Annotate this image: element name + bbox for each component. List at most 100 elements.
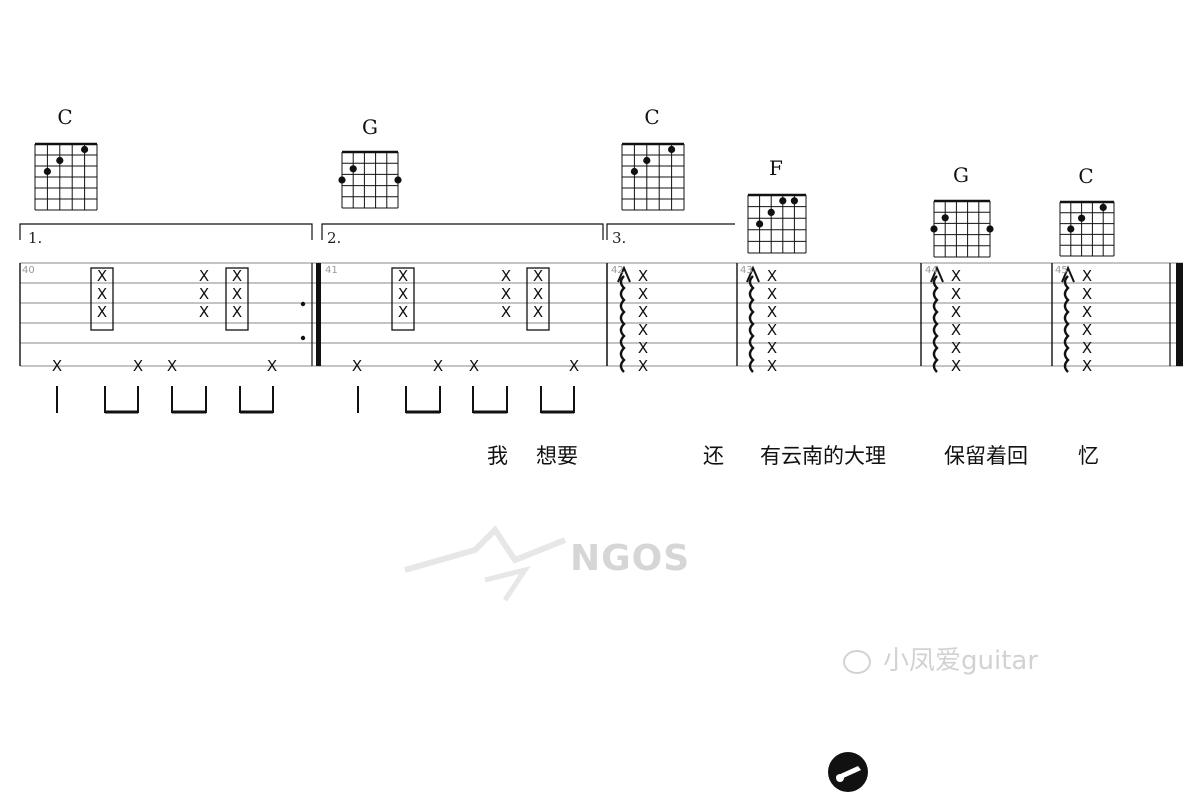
x-note: X	[199, 303, 209, 321]
x-note: X	[767, 267, 777, 285]
x-note: X	[638, 285, 648, 303]
chord-diagram	[747, 193, 807, 254]
tab-staff	[19, 262, 1183, 367]
volta-label: 3.	[612, 229, 626, 247]
x-note: X	[951, 357, 961, 375]
volta-bracket	[606, 223, 735, 240]
finger-dot	[394, 176, 402, 184]
weibo-icon	[843, 649, 871, 674]
chord-box	[526, 267, 550, 331]
chord-name: C	[57, 105, 72, 129]
repeat-thick-bar	[316, 263, 321, 366]
x-note: X	[951, 339, 961, 357]
lyric-word: 还	[703, 444, 724, 468]
strum-arrow	[617, 265, 631, 283]
x-note: X	[1082, 357, 1092, 375]
x-note: X	[352, 357, 362, 375]
finger-dot	[56, 156, 64, 165]
x-note: X	[501, 285, 511, 303]
x-note: X	[97, 267, 107, 285]
x-note: X	[1082, 267, 1092, 285]
finger-dot	[1067, 225, 1075, 233]
lyric-word: 保留着回	[944, 444, 1028, 468]
chord-diagram	[1059, 200, 1115, 257]
x-note: X	[433, 357, 443, 375]
finger-dot	[1078, 214, 1086, 222]
x-note: X	[232, 303, 242, 321]
weibo-handle: 小凤爱guitar	[843, 640, 1038, 677]
x-note: X	[1082, 339, 1092, 357]
x-note: X	[951, 303, 961, 321]
chord-name: G	[362, 115, 378, 139]
finger-dot	[790, 197, 799, 205]
finger-dot	[630, 167, 639, 176]
chord-diagram	[930, 199, 994, 258]
x-note: X	[232, 285, 242, 303]
strum-wave	[619, 275, 626, 373]
finger-dot	[767, 208, 775, 216]
guitar-logo-icon	[828, 752, 868, 792]
finger-dot	[43, 167, 52, 176]
measure-number: 43	[740, 265, 753, 276]
x-note: X	[267, 357, 277, 375]
x-note: X	[97, 285, 107, 303]
measure-number: 41	[325, 265, 338, 276]
x-note: X	[398, 303, 408, 321]
chord-box	[391, 267, 415, 331]
volta-label: 2.	[327, 229, 341, 247]
x-note: X	[638, 339, 648, 357]
x-note: X	[951, 321, 961, 339]
measure-number: 40	[22, 265, 35, 276]
x-note: X	[398, 285, 408, 303]
x-note: X	[569, 357, 579, 375]
finger-dot	[338, 176, 346, 184]
chord-diagram	[34, 142, 98, 211]
chord-diagram	[621, 142, 685, 211]
repeat-dot	[300, 301, 306, 307]
measure-number: 45	[1055, 265, 1068, 276]
strum-wave	[1063, 275, 1070, 373]
volta-bracket	[321, 223, 604, 240]
x-note: X	[1082, 321, 1092, 339]
x-note: X	[52, 357, 62, 375]
measure-number: 42	[611, 265, 624, 276]
x-note: X	[1082, 285, 1092, 303]
x-note: X	[167, 357, 177, 375]
finger-dot	[930, 225, 938, 233]
finger-dot	[668, 145, 676, 154]
final-thick-bar	[1176, 263, 1183, 366]
lyric-word: 忆	[1078, 444, 1099, 468]
x-note: X	[133, 357, 143, 375]
x-note: X	[767, 285, 777, 303]
volta-brackets	[19, 223, 735, 240]
finger-dot	[756, 220, 764, 228]
chord-name: C	[644, 105, 659, 129]
watermark-graphic	[395, 510, 725, 610]
finger-dot	[1099, 203, 1107, 211]
x-note: X	[638, 321, 648, 339]
chord-diagram	[338, 150, 402, 209]
finger-dot	[779, 197, 787, 205]
x-note: X	[232, 267, 242, 285]
volta-label: 1.	[28, 229, 42, 247]
finger-dot	[941, 214, 949, 222]
x-note: X	[767, 357, 777, 375]
x-note: X	[638, 267, 648, 285]
x-note: X	[501, 267, 511, 285]
chord-box	[90, 267, 114, 331]
watermark-brand: NGOS	[570, 538, 691, 579]
strum-arrow	[930, 265, 944, 283]
strum-arrow	[1061, 265, 1075, 283]
chord-name: C	[1078, 164, 1093, 188]
x-note: X	[398, 267, 408, 285]
strum-arrow	[746, 265, 760, 283]
weibo-handle-text: 小凤爱guitar	[883, 646, 1039, 676]
chord-diagrams	[34, 142, 1115, 258]
finger-dot	[349, 165, 357, 173]
volta-bracket	[19, 223, 313, 240]
x-note: X	[767, 339, 777, 357]
chord-name: F	[769, 156, 783, 180]
x-note: X	[767, 321, 777, 339]
